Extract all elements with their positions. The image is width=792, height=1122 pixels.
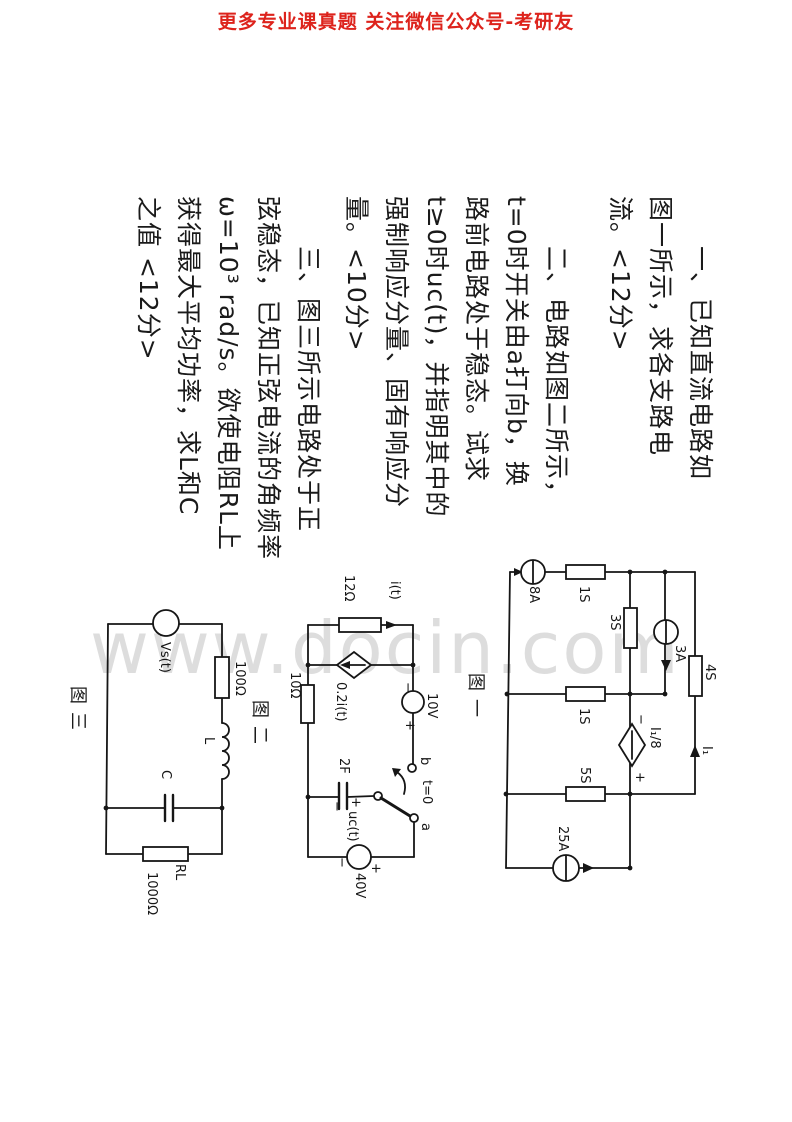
problem2-line: 量。<10分>	[342, 196, 371, 352]
current-source-8a-icon	[514, 559, 546, 585]
label-2f: 2F	[336, 758, 351, 774]
problem2-line: t=0时开关由a打向b，换	[502, 196, 531, 487]
figure2-circuit-diagram: 12Ω i(t) 0.2i(t) 10Ω − + 10V b 2F − + uc…	[283, 555, 448, 909]
label-current-it: i(t)	[387, 581, 402, 600]
label-uc-minus: −	[329, 801, 344, 812]
figure3-circuit-diagram: Vs(t) 100Ω L C RL 1000Ω	[95, 595, 255, 919]
conductance-5s	[565, 786, 606, 802]
voltage-source-40v-icon	[346, 844, 372, 870]
label-1s-mid: 1S	[576, 708, 591, 725]
label-5s: 5S	[577, 767, 592, 784]
label-4s: 4S	[702, 664, 717, 681]
resistor-rl	[142, 846, 189, 862]
label-inductor-l: L	[201, 737, 216, 745]
problem2-line: 路前电路处于稳态。试求	[462, 196, 491, 483]
label-25a: 25A	[555, 826, 570, 852]
resistor-10ohm	[300, 684, 315, 724]
inductor-l-icon	[221, 722, 230, 780]
dependent-current-source-icon	[335, 650, 373, 680]
problem1-line: 图一所示，求各支路电	[646, 196, 675, 457]
problem3-line: 三、图三所示电路处于正	[294, 246, 323, 533]
docin-watermark: www.docin.com	[90, 606, 681, 690]
label-8a: 8A	[526, 586, 541, 603]
label-uc: uc(t)	[345, 811, 360, 842]
problem2-line: 强制响应分量、固有响应分	[382, 196, 411, 509]
dependent-voltage-source-icon	[617, 722, 647, 768]
problem2-line: 二、电路如图二所示，	[542, 246, 571, 507]
label-40v: 40V	[352, 873, 367, 899]
capacitor-c-icon	[163, 793, 175, 823]
current-source-3a-icon	[653, 619, 679, 671]
current-it-arrow	[386, 621, 397, 629]
label-dep-minus: −	[633, 714, 648, 725]
problem3-line: 之值 <12分>	[134, 196, 163, 361]
label-switch-time: t=0	[419, 780, 434, 804]
label-12ohm: 12Ω	[341, 575, 356, 602]
problem3-line: 弦稳态，已知正弦电流的角频率	[254, 196, 283, 561]
problem3-line: ω=10³ rad/s。欲使电阻RL上	[214, 196, 243, 551]
conductance-3s	[623, 607, 638, 649]
voltage-source-vs-icon	[152, 609, 180, 637]
voltage-source-10v-icon	[401, 690, 425, 714]
label-capacitor-c: C	[158, 770, 173, 779]
label-40v-plus: +	[368, 863, 383, 874]
label-contact-a: a	[418, 823, 433, 831]
figure1-node-dots	[503, 569, 668, 871]
problem3-line: 获得最大平均功率，求L和C	[174, 196, 203, 516]
label-contact-b: b	[417, 757, 432, 765]
figure3-node-dots	[103, 805, 225, 811]
label-current-i1: I₁	[699, 746, 714, 755]
problem2-line: t≥0时uc(t)，并指明其中的	[422, 196, 451, 518]
conductance-4s	[688, 655, 703, 697]
label-rl-value: 1000Ω	[144, 872, 159, 915]
label-10v-plus: +	[402, 720, 417, 731]
figure2-node-dots	[305, 662, 416, 800]
problem1-line: 流。<12分>	[606, 196, 635, 352]
resistor-100ohm	[214, 656, 230, 699]
label-rl: RL	[172, 864, 187, 881]
capacitor-2f-icon	[337, 781, 349, 811]
label-10v-minus: −	[400, 682, 415, 693]
problem1-line: 一、已知直流电路如	[686, 246, 715, 481]
label-3s: 3S	[607, 614, 622, 631]
label-dep-plus: +	[632, 772, 647, 783]
figure1-circuit-diagram: 8A 1S 3S 3A 4S 1S − I₁/8 + 5S 25A I₁	[490, 550, 725, 899]
label-3a: 3A	[672, 645, 687, 662]
label-10v: 10V	[424, 693, 439, 719]
resistor-12ohm	[338, 617, 382, 633]
label-vs: Vs(t)	[157, 642, 172, 673]
conductance-1s-top	[565, 564, 606, 580]
figure1-wires	[505, 571, 696, 869]
label-uc-plus: +	[348, 797, 363, 808]
label-40v-minus: −	[334, 857, 349, 868]
current-i1-arrow	[690, 745, 700, 757]
label-dep-source: 0.2i(t)	[333, 682, 348, 722]
label-1s-top: 1S	[576, 586, 591, 603]
handwritten-problem-text: 一、已知直流电路如 图一所示，求各支路电 流。<12分> 二、电路如图二所示， …	[106, 188, 720, 588]
promo-header-text: 更多专业课真题 关注微信公众号-考研友	[217, 11, 575, 33]
figure3-caption: 图三	[67, 686, 88, 738]
label-10ohm: 10Ω	[287, 672, 302, 699]
conductance-1s-mid	[565, 686, 606, 702]
figure1-caption: 图一	[465, 673, 486, 725]
label-dep-source: I₁/8	[647, 727, 662, 749]
switch-icon	[373, 763, 419, 823]
label-100ohm: 100Ω	[232, 661, 247, 696]
current-source-25a-icon	[552, 854, 594, 882]
